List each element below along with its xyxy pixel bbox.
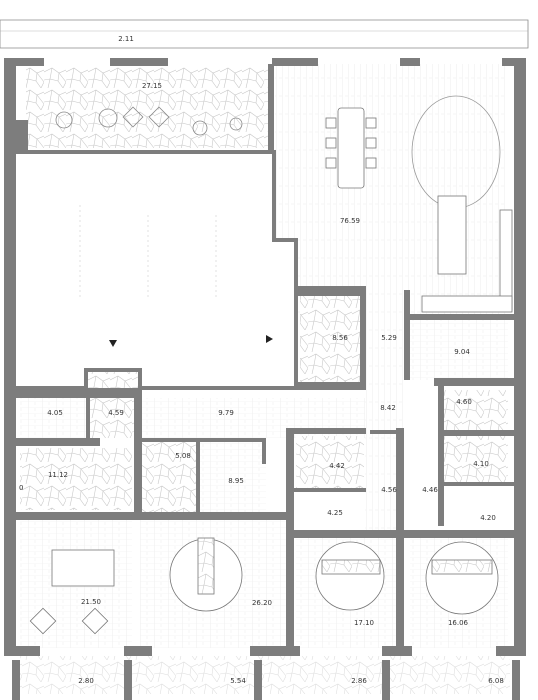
room-label: 17.10	[354, 619, 374, 627]
room-label: 6.08	[488, 677, 504, 685]
room-label: 2.80	[78, 677, 94, 685]
bath-center-floor	[300, 296, 364, 384]
bed-right	[425, 541, 499, 615]
bed-center	[169, 537, 243, 612]
room-label: 16.06	[448, 619, 469, 627]
room-label: 2.11	[118, 35, 134, 43]
dining-table	[325, 107, 377, 189]
interior-walls	[14, 64, 514, 648]
balcony-top	[0, 19, 529, 49]
right-room-floor	[408, 320, 508, 380]
outer-walls	[4, 58, 526, 700]
room-label: 5.54	[230, 677, 246, 685]
wc-left-floor	[20, 398, 86, 438]
room-label: 9.04	[454, 348, 470, 356]
terrace-floor	[26, 66, 274, 148]
bath-left-floor	[20, 448, 132, 510]
room-label: 4.46	[422, 486, 438, 494]
room-label: 5.08	[175, 452, 191, 460]
arrow-down-icon	[109, 340, 117, 347]
room-label: 2.86	[351, 677, 367, 685]
room-label: 4.05	[47, 409, 63, 417]
room-label: 4.20	[480, 514, 496, 522]
arrow-right-icon	[266, 335, 273, 343]
room-label: 26.20	[252, 599, 272, 607]
room-label: 8.42	[380, 404, 396, 412]
room-label: 8.95	[228, 477, 244, 485]
room-label: 9.79	[218, 409, 234, 417]
bath-middle-floor	[296, 436, 364, 490]
room-label: 4.60	[456, 398, 472, 406]
terrace-furniture	[55, 106, 243, 136]
wc-center-floor	[140, 442, 198, 512]
room-label: 21.50	[81, 598, 101, 606]
balcony-bottom-floor	[20, 656, 510, 694]
room-label: 5.29	[381, 334, 397, 342]
room-label: 4.56	[381, 486, 397, 494]
kitchen-unit	[421, 195, 513, 313]
room-label: 27.15	[142, 82, 162, 90]
bed-middle	[315, 541, 385, 611]
room-label: 8.56	[332, 334, 348, 342]
void-area	[12, 150, 298, 390]
room-label: 4.59	[108, 409, 124, 417]
bath-right-upper-floor	[444, 390, 508, 430]
room-label: 4.42	[329, 462, 345, 470]
living-floor	[275, 64, 507, 314]
desk-left	[29, 549, 115, 635]
room-label: 4.10	[473, 460, 489, 468]
dressing-floor	[200, 442, 266, 512]
hall-left-floor	[88, 368, 138, 438]
room-label: 76.59	[340, 217, 360, 225]
room-label: 4.25	[327, 509, 343, 517]
room-label: 11.12	[48, 471, 68, 479]
room-label: 0	[19, 484, 23, 492]
bath-right-lower-floor	[444, 436, 508, 482]
